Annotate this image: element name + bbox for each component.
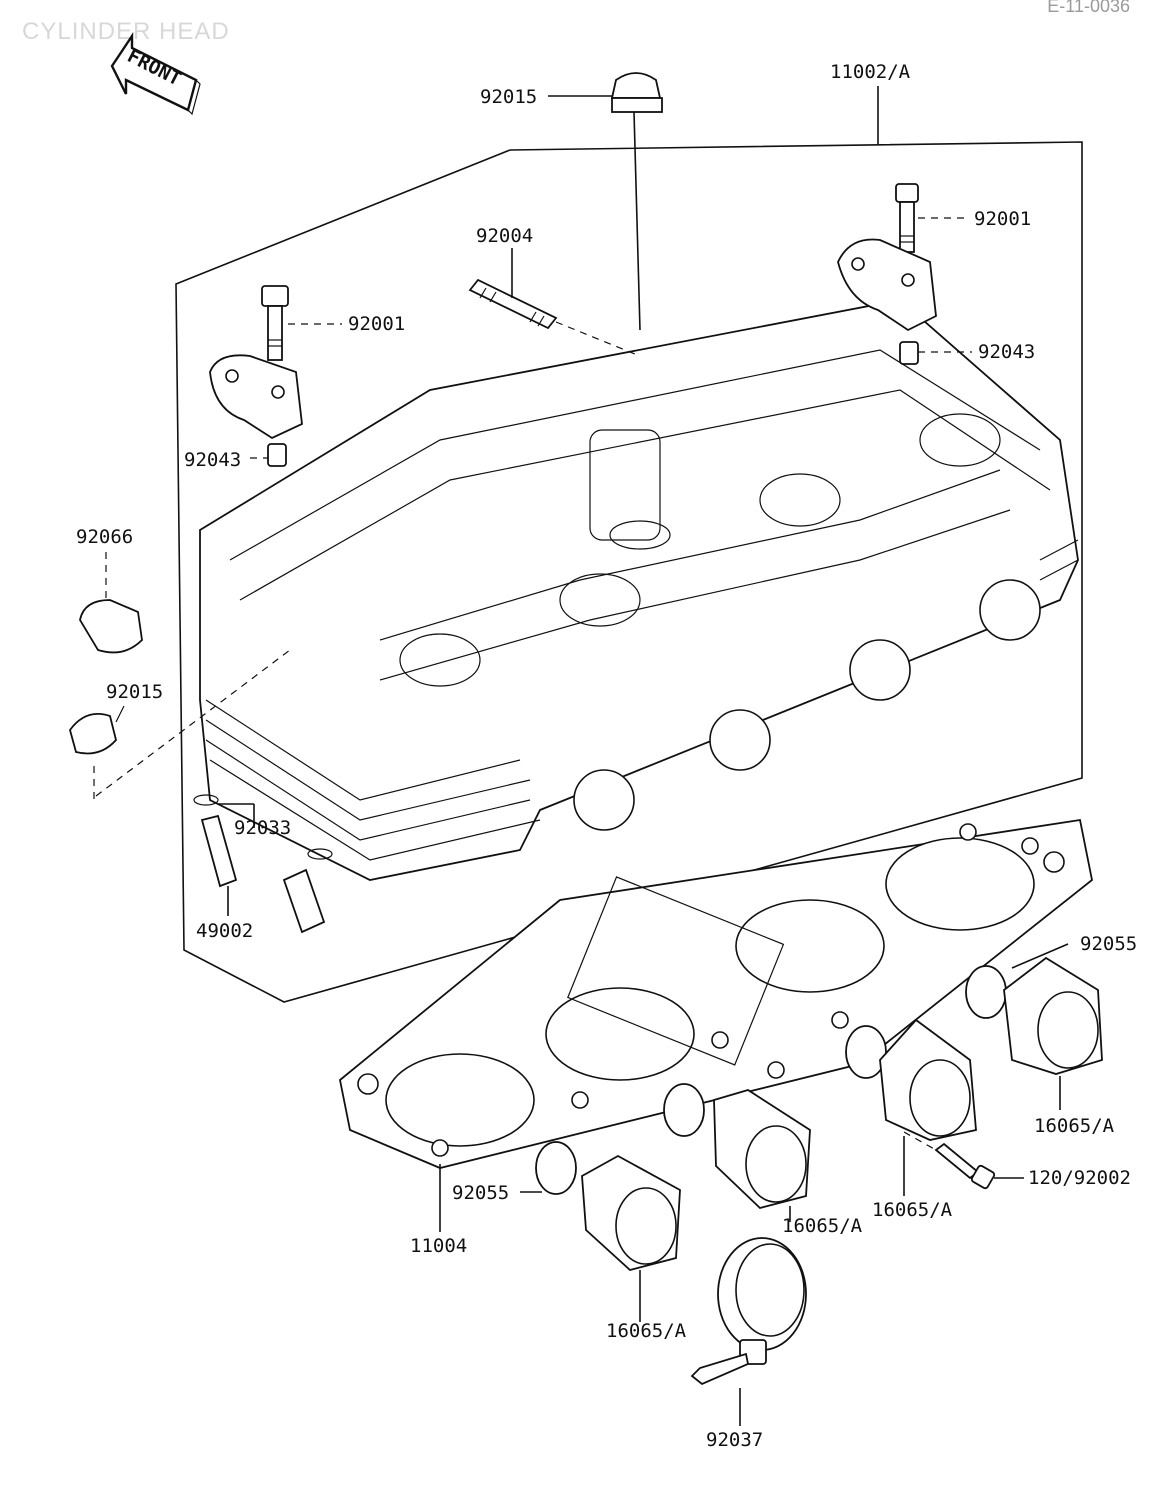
valve-guide-49002: [193, 794, 333, 934]
cam-cap-right: [837, 238, 937, 332]
dowel-92043-right: [899, 341, 919, 365]
callout-92001-right: 92001: [974, 208, 1031, 230]
screw-120-92002: [934, 1142, 996, 1190]
carb-holder-16065-right: [1003, 956, 1103, 1075]
callout-92015-top: 92015: [480, 86, 537, 108]
callout-92015-left: 92015: [106, 681, 163, 703]
callout-92043-left: 92043: [184, 449, 241, 471]
carb-holder-16065-mid: [713, 1089, 811, 1209]
callout-92066: 92066: [76, 526, 133, 548]
callout-92004: 92004: [476, 225, 533, 247]
callout-16065-right: 16065/A: [1034, 1115, 1115, 1137]
front-arrow-icon: FRONT: [110, 32, 201, 116]
cylinder-head-body: [199, 299, 1079, 881]
callout-92043-right: 92043: [978, 341, 1035, 363]
carb-holder-16065-left: [581, 1154, 681, 1271]
callout-92037: 92037: [706, 1429, 763, 1451]
clamp-92037: [690, 1237, 807, 1386]
carb-holder-16065-mid-right: [879, 1018, 977, 1141]
diagram-code: E-11-0036: [1047, 0, 1130, 16]
cap-nut-92015-left: [69, 712, 117, 755]
diagram-title: CYLINDER HEAD: [22, 18, 230, 45]
callout-11002: 11002/A: [830, 61, 911, 83]
callout-120-92002: 120/92002: [1028, 1167, 1131, 1189]
stud-92004: [468, 278, 558, 330]
callout-49002: 49002: [196, 920, 253, 942]
callout-16065-mid-right: 16065/A: [872, 1199, 953, 1221]
assembly-frame: [175, 141, 1083, 1003]
bolt-92001-left: [261, 285, 289, 361]
o-ring-92055-mid: [663, 1083, 705, 1137]
o-ring-92055-left: [535, 1141, 577, 1195]
dowel-92043-left: [267, 443, 287, 467]
callout-16065-left: 16065/A: [606, 1320, 687, 1342]
bolt-92001-right: [895, 183, 919, 253]
o-ring-92055-right: [965, 965, 1007, 1019]
cap-nut-92015-top: [610, 72, 663, 113]
callout-16065-mid: 16065/A: [782, 1215, 863, 1237]
head-gasket-11004: [339, 818, 1093, 1169]
cam-cap-left: [209, 354, 303, 440]
callout-92001-left: 92001: [348, 313, 405, 335]
o-ring-92055-mid-right: [845, 1025, 887, 1079]
plug-92066: [79, 599, 143, 654]
callout-11004: 11004: [410, 1235, 467, 1257]
callout-92033: 92033: [234, 817, 291, 839]
callout-92055-right: 92055: [1080, 933, 1137, 955]
callout-92055-left: 92055: [452, 1182, 509, 1204]
